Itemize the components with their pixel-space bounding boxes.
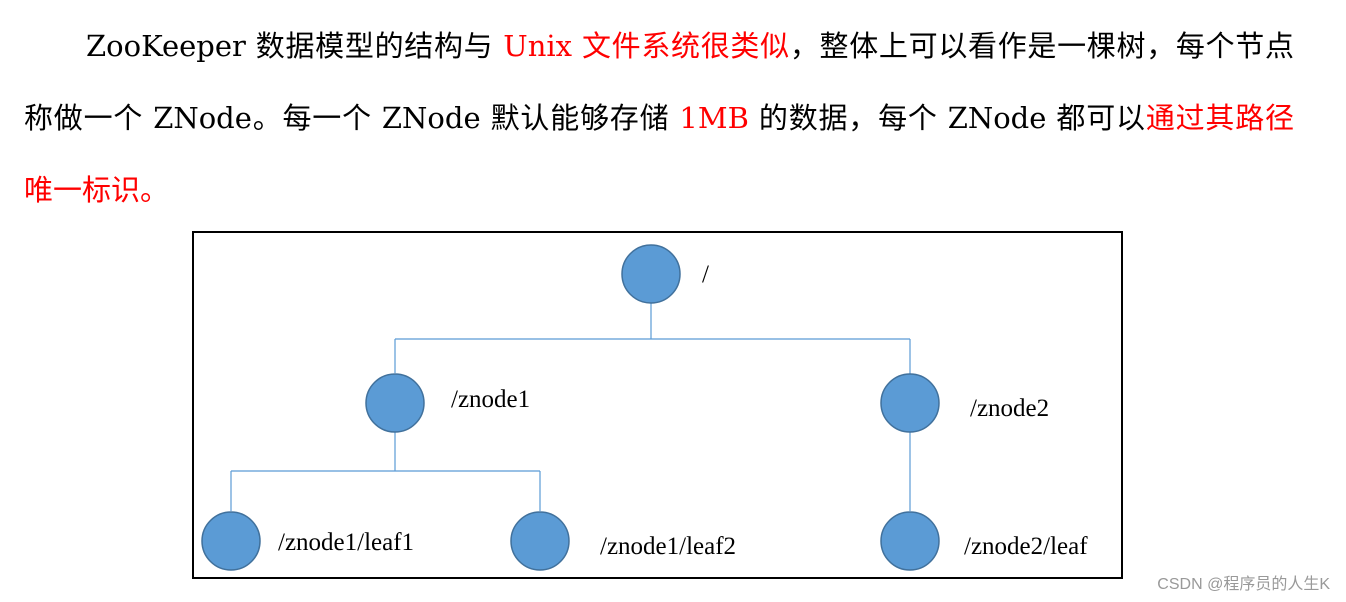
label-leaf1: /znode1/leaf1: [278, 529, 415, 556]
tree-connectors: [230, 303, 911, 511]
label-znode1: /znode1: [451, 386, 531, 413]
text-segment-3: ，整体上可以看作是一棵树，每个节点称做一个 ZNode。每一个 ZNode 默认…: [24, 29, 1294, 135]
description-paragraph: ZooKeeper 数据模型的结构与 Unix 文件系统很类似，整体上可以看作是…: [24, 10, 1294, 226]
label-znode2: /znode2: [970, 395, 1050, 422]
text-segment-1: ZooKeeper 数据模型的结构与: [86, 29, 504, 63]
node-znode2-leaf: [880, 511, 940, 571]
text-segment-5: 的数据，每个 ZNode 都可以: [748, 101, 1146, 135]
label-leaf2: /znode1/leaf2: [600, 533, 737, 560]
label-root: /: [702, 261, 709, 288]
watermark: CSDN @程序员的人生K: [1157, 576, 1330, 593]
highlight-unix-similarity: Unix 文件系统很类似: [503, 29, 790, 63]
node-leaf2: [510, 511, 570, 571]
tree-svg: [201, 244, 940, 571]
node-znode2: [880, 373, 940, 433]
node-znode1: [365, 373, 425, 433]
node-root: [621, 244, 681, 304]
node-leaf1: [201, 511, 261, 571]
highlight-size-limit: 1MB: [679, 101, 749, 135]
highlight-path-identity: 通过其路径唯一标识。: [24, 101, 1294, 207]
label-znode2-leaf: /znode2/leaf: [964, 533, 1088, 560]
znode-tree-diagram: / /znode1 /znode2 /znode1/leaf1 /znode1/…: [192, 231, 1123, 579]
